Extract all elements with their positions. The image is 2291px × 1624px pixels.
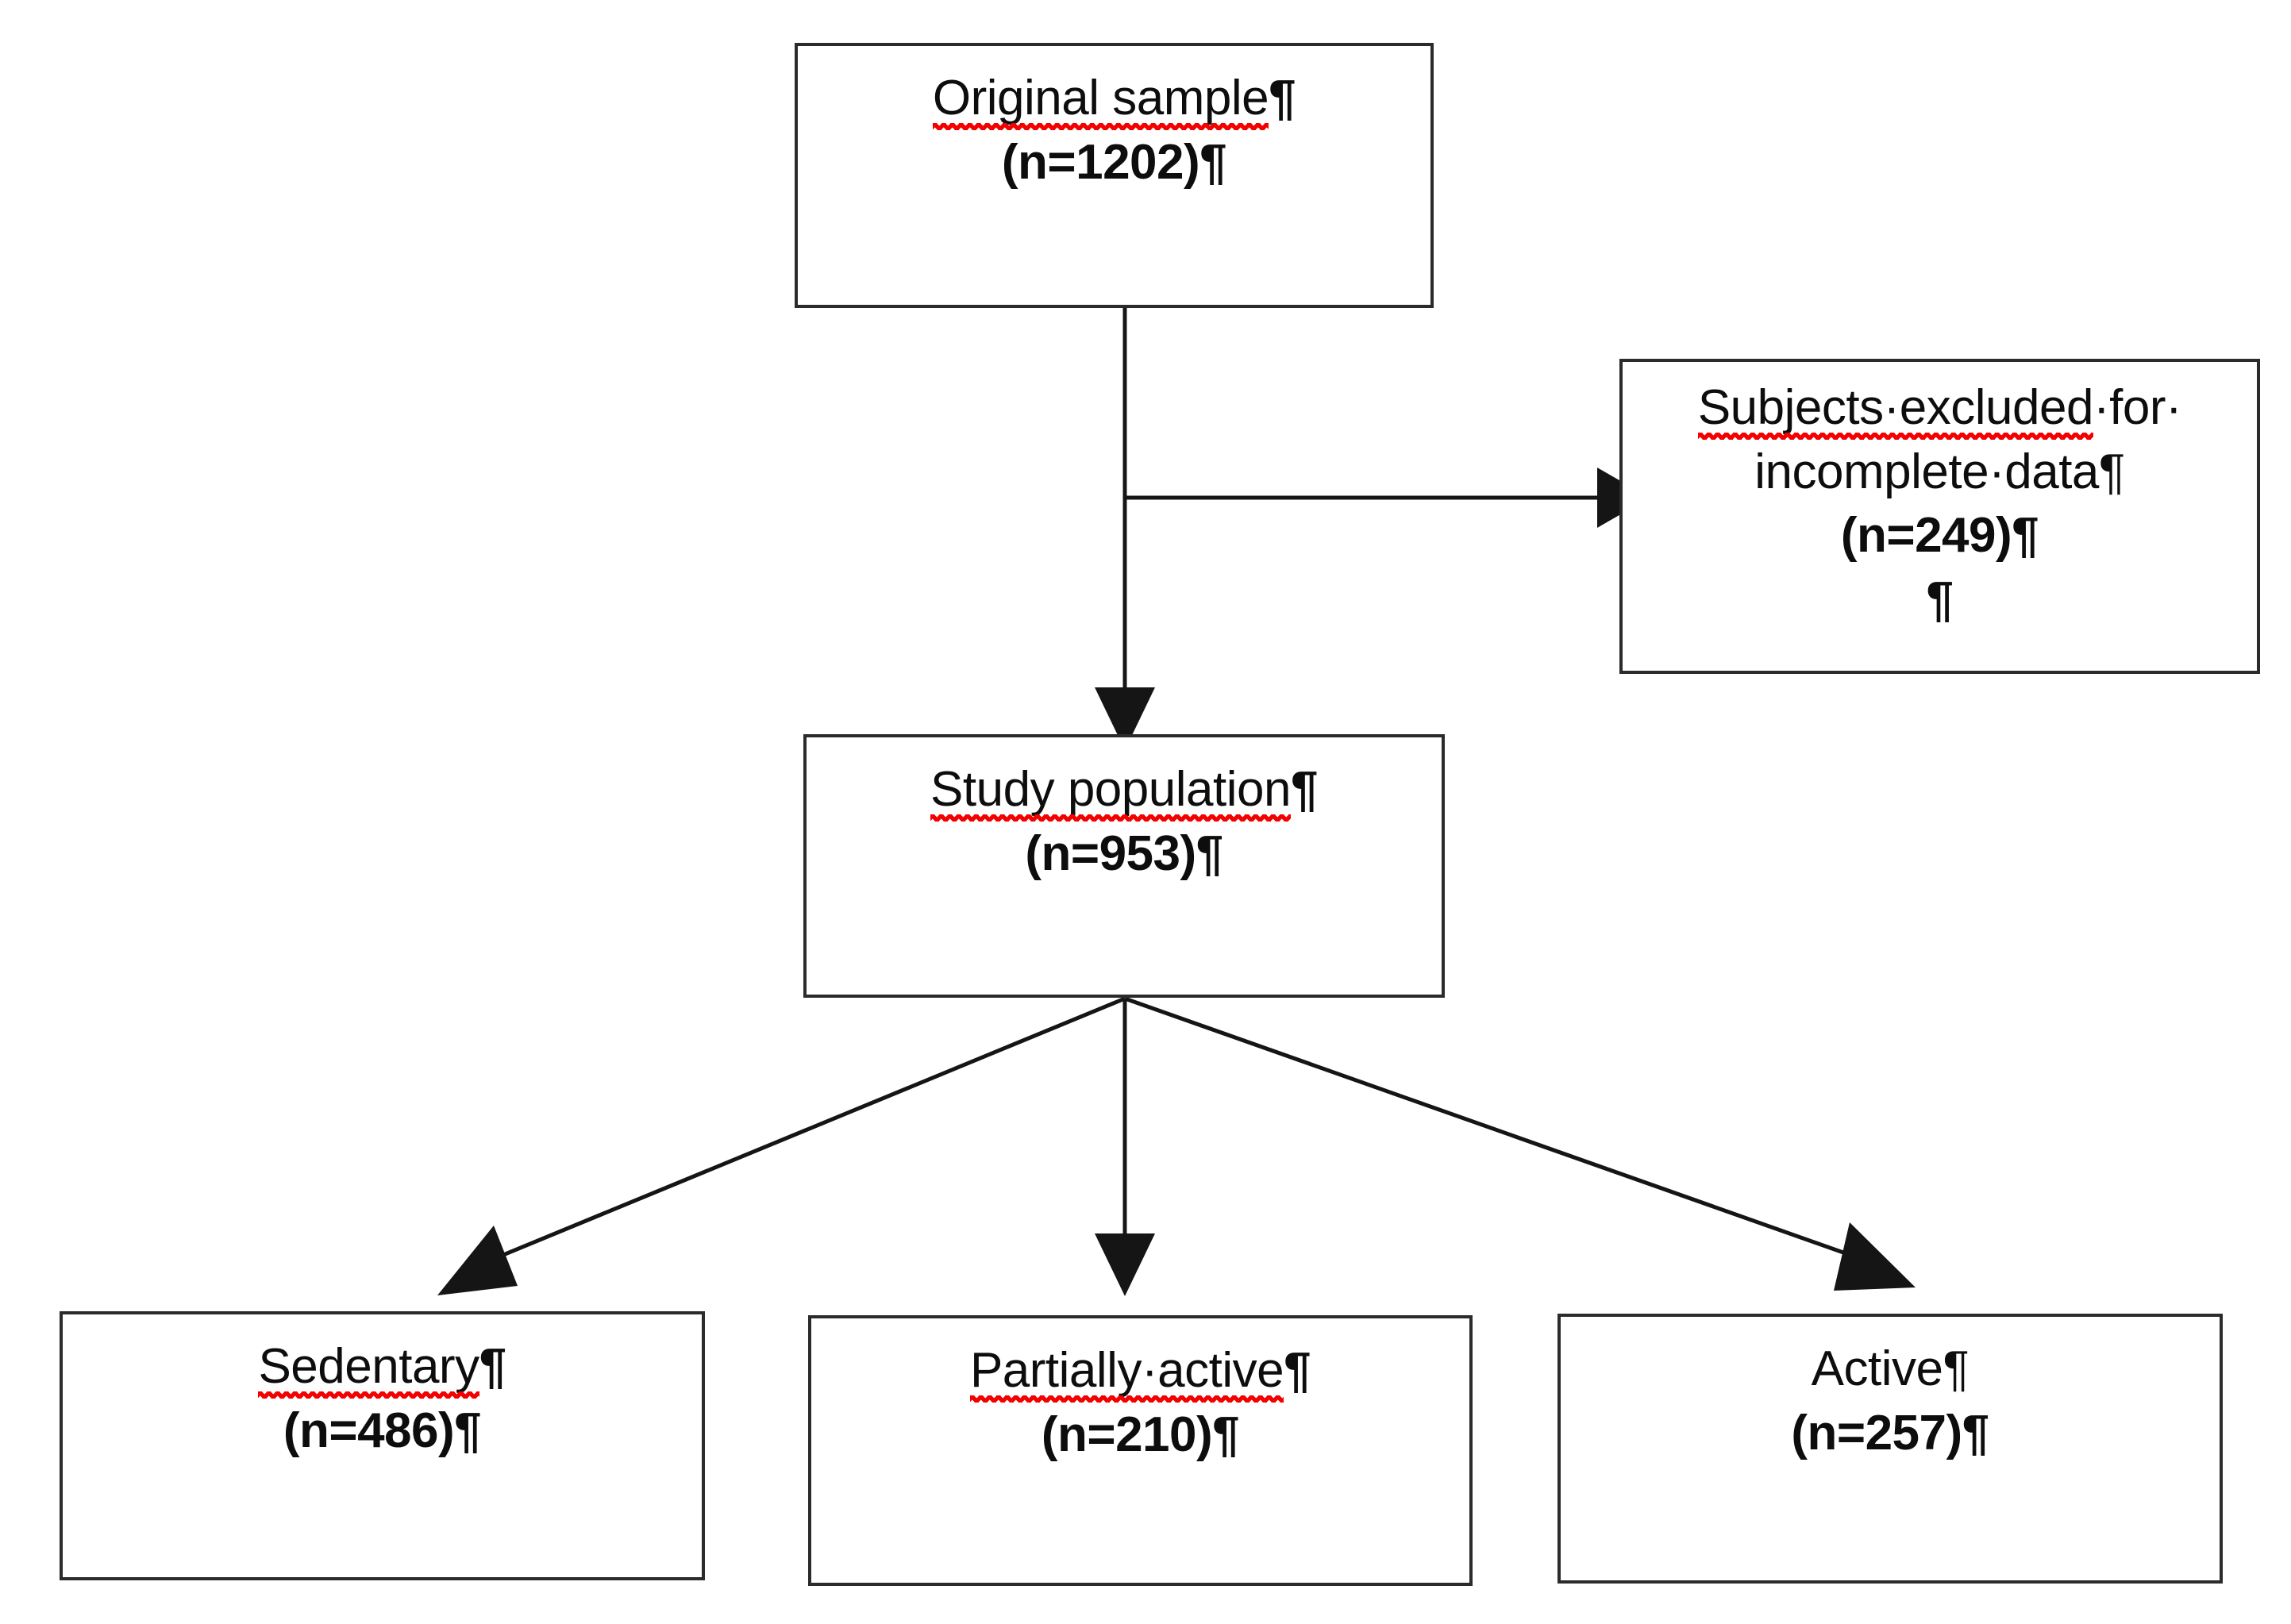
spellcheck-underline: Study population (930, 758, 1291, 822)
node-active[interactable]: Active¶ (n=257)¶ (1557, 1314, 2223, 1584)
sedentary-label: Sedentary¶ (258, 1335, 506, 1399)
excluded-label-line2: incomplete·data¶ (1754, 444, 2125, 499)
spellcheck-underline: Subjects·excluded (1697, 376, 2093, 441)
original-sample-count: (n=1202)¶ (1001, 134, 1227, 190)
edge-original-to-excluded (1125, 468, 1650, 528)
node-subjects-excluded[interactable]: Subjects·excluded·for· incomplete·data¶ … (1619, 359, 2260, 674)
excluded-trailing-pilcrow: ¶ (1926, 571, 1954, 627)
excluded-label-line1: Subjects·excluded·for· (1697, 376, 2182, 441)
active-count: (n=257)¶ (1791, 1405, 1989, 1460)
spellcheck-underline: Sedentary (258, 1335, 479, 1399)
study-population-count: (n=953)¶ (1025, 825, 1223, 881)
partially-active-label: Partially·active¶ (969, 1339, 1311, 1403)
spellcheck-underline: Partially·active (969, 1339, 1284, 1403)
pilcrow-mark: ¶ (1284, 1343, 1311, 1398)
node-sedentary[interactable]: Sedentary¶ (n=486)¶ (60, 1311, 705, 1580)
pilcrow-mark: ¶ (1290, 762, 1318, 817)
node-partially-active[interactable]: Partially·active¶ (n=210)¶ (808, 1315, 1473, 1586)
partially-active-count: (n=210)¶ (1041, 1407, 1240, 1462)
node-original-sample[interactable]: Original sample¶ (n=1202)¶ (795, 43, 1434, 308)
edge-study-to-active (1124, 996, 1916, 1291)
pilcrow-mark: ¶ (479, 1339, 506, 1394)
node-study-population[interactable]: Study population¶ (n=953)¶ (803, 734, 1445, 998)
spellcheck-underline: Original sample (932, 67, 1269, 131)
sedentary-count: (n=486)¶ (283, 1403, 482, 1458)
active-label: Active¶ (1811, 1341, 1969, 1396)
edge-study-to-sedentary (437, 996, 1126, 1295)
edge-study-to-partially-active (1095, 999, 1155, 1296)
study-population-label: Study population¶ (930, 758, 1318, 822)
edge-original-to-study (1095, 308, 1155, 750)
original-sample-label: Original sample¶ (932, 67, 1296, 131)
excluded-count: (n=249)¶ (1840, 508, 2039, 564)
pilcrow-mark: ¶ (1269, 71, 1296, 125)
